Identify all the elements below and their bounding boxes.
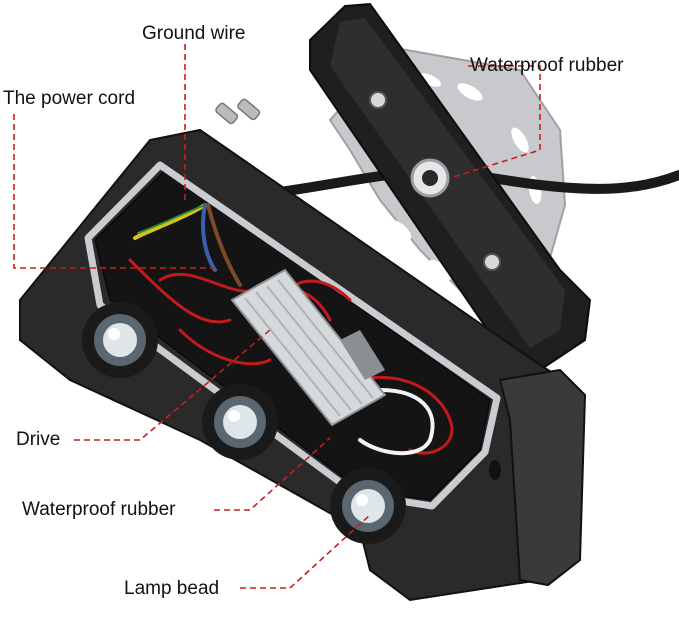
lid-screw-icon [369, 91, 387, 109]
lamp-bead-label: Lamp bead [124, 578, 220, 599]
led-driver [230, 268, 387, 427]
lamp-bead-icon [202, 384, 278, 460]
set-screws [215, 98, 261, 125]
lamp-beads [82, 302, 406, 544]
leader-lines [13, 44, 541, 589]
ground-wire-label: Ground wire [142, 23, 246, 44]
power-cord-leader [13, 114, 215, 269]
power-cord-label: The power cord [3, 88, 136, 109]
lamp-bead-icon [330, 468, 406, 544]
waterproof-rubber-bottom-label: Waterproof rubber [22, 499, 176, 520]
rubber-top-leader [449, 65, 541, 179]
lamp-bead-leader [240, 514, 371, 589]
drive-label: Drive [16, 429, 61, 450]
lamp-bead-icon [82, 302, 158, 378]
housing-lid [309, 2, 592, 371]
waterproof-rubber-top-label: Waterproof rubber [470, 55, 624, 76]
rubber-bottom-leader [214, 437, 331, 511]
lid-screw-icon [483, 253, 501, 271]
drive-leader [74, 329, 271, 441]
